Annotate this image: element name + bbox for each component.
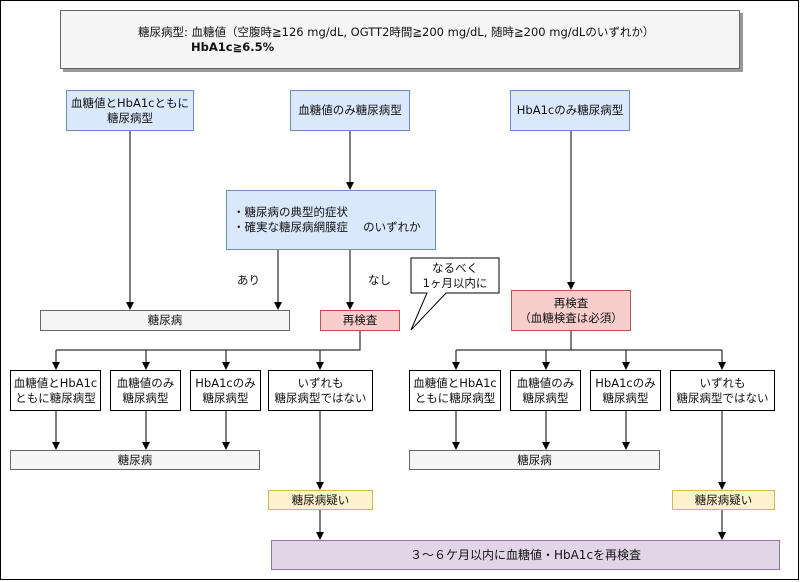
left-hba1c-box: HbA1cのみ 糖尿病型 [190, 370, 261, 411]
header-line-2: HbA1c≧6.5% [191, 40, 275, 54]
header-box: 糖尿病型: 血糖値（空腹時≧126 mg/dL, OGTT2時間≧200 mg/… [60, 10, 740, 69]
right-suspected-box: 糖尿病疑い [672, 490, 775, 510]
left-diabetes-box: 糖尿病 [10, 450, 260, 470]
left-none-box: いずれも 糖尿病型ではない [268, 370, 373, 411]
left-suspected-box: 糖尿病疑い [268, 490, 373, 510]
no-label: なし [368, 273, 391, 287]
left-both-box: 血糖値とHbA1c ともに糖尿病型 [10, 370, 101, 411]
top-glucose-only-box: 血糖値のみ糖尿病型 [290, 90, 410, 131]
retest-left-box: 再検査 [320, 310, 400, 331]
right-glucose-box: 血糖値のみ 糖尿病型 [510, 370, 581, 411]
right-both-box: 血糖値とHbA1c ともに糖尿病型 [409, 370, 501, 411]
right-diabetes-box: 糖尿病 [409, 450, 660, 470]
top-both-box: 血糖値とHbA1cともに 糖尿病型 [66, 90, 194, 131]
right-branch-line [456, 331, 722, 351]
right-none-box: いずれも 糖尿病型ではない [670, 370, 775, 411]
right-hba1c-box: HbA1cのみ 糖尿病型 [590, 370, 661, 411]
top-hba1c-only-box: HbA1cのみ糖尿病型 [510, 90, 630, 131]
diabetes-top-box: 糖尿病 [40, 310, 290, 331]
left-branch-line [55, 331, 361, 369]
retest-right-box: 再検査 （血糖検査は必須） [511, 290, 631, 331]
callout-text: なるべく 1ヶ月以内に [422, 260, 488, 290]
callout-bubble [410, 257, 500, 331]
header-line-1: 糖尿病型: 血糖値（空腹時≧126 mg/dL, OGTT2時間≧200 mg/… [138, 25, 655, 39]
symptoms-box: ・糖尿病の典型的症状 ・確実な糖尿病網膜症 のいずれか [226, 190, 436, 250]
final-retest-box: ３～６ケ月以内に血糖値・HbA1cを再検査 [271, 540, 780, 570]
left-glucose-box: 血糖値のみ 糖尿病型 [110, 370, 181, 411]
yes-label: あり [237, 273, 260, 287]
